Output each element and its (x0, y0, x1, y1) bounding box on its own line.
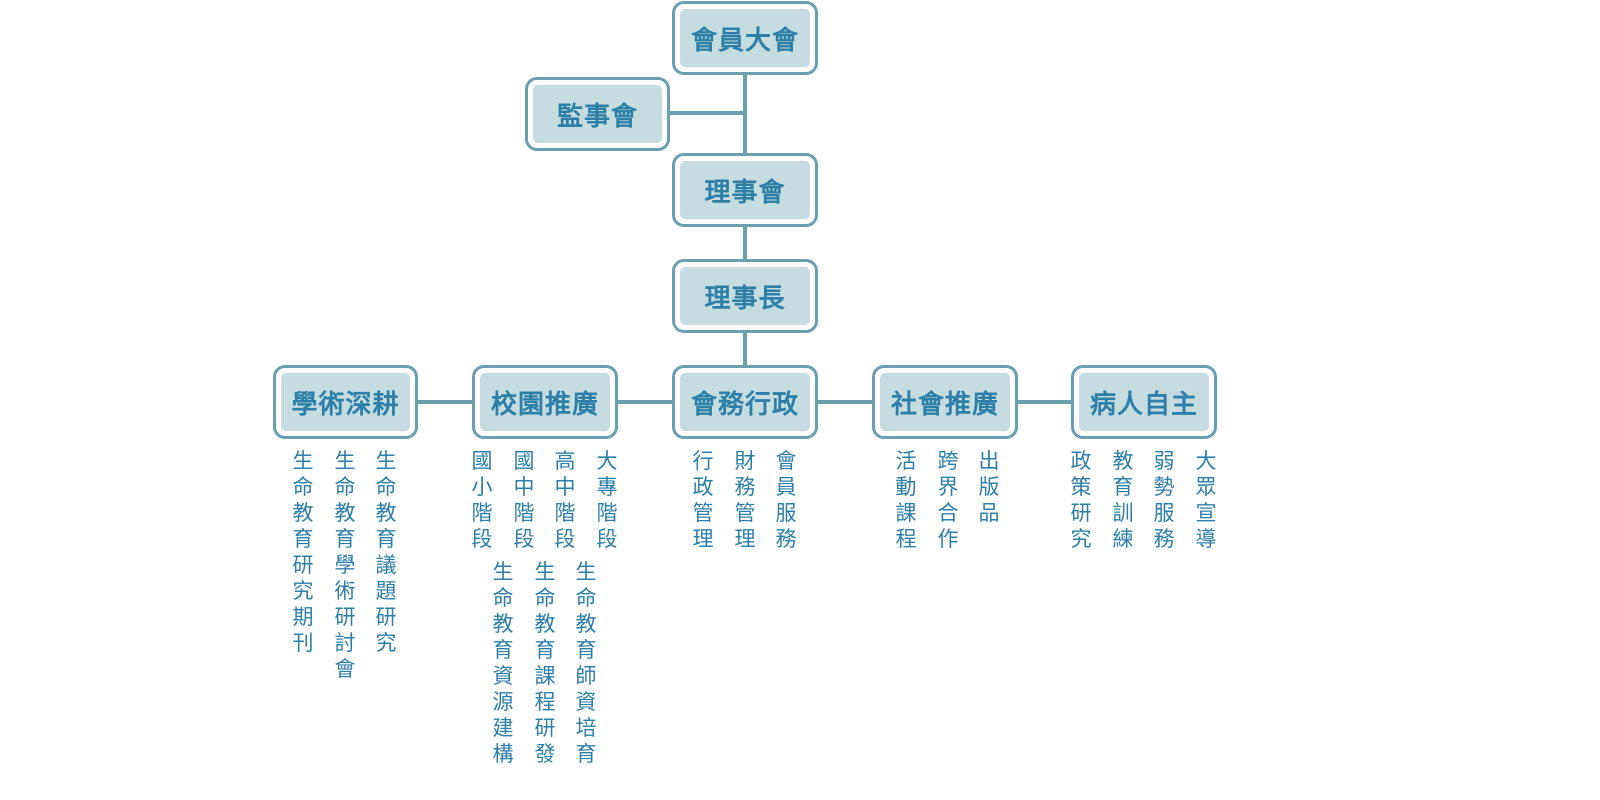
task-column: 生命教育議題研究 (375, 449, 397, 655)
task-column: 生命教育研究期刊 (292, 449, 314, 655)
sub-task-column: 生命教育師資培育 (575, 560, 597, 766)
general-assembly-label: 會員大會 (690, 25, 799, 56)
task-column: 大專階段 (596, 449, 618, 551)
department-label: 校園推廣 (490, 389, 599, 420)
sub-task-column: 生命教育課程研發 (534, 560, 556, 766)
department-box-admin[interactable]: 會務行政 (672, 365, 818, 439)
task-column: 大眾宣導 (1195, 449, 1217, 551)
task-column: 財務管理 (734, 449, 756, 551)
sub-task-column: 生命教育資源建構 (492, 560, 514, 766)
task-column: 出版品 (978, 449, 1000, 525)
task-column: 會員服務 (775, 449, 797, 551)
task-column: 生命教育學術研討會 (334, 449, 356, 681)
supervisors-box[interactable]: 監事會 (525, 77, 670, 151)
department-box-campus[interactable]: 校園推廣 (472, 365, 618, 439)
task-column: 高中階段 (554, 449, 576, 551)
task-column: 弱勢服務 (1153, 449, 1175, 551)
department-label: 會務行政 (690, 389, 799, 420)
task-column: 教育訓練 (1112, 449, 1134, 551)
department-label: 學術深耕 (291, 389, 400, 420)
department-box-patient[interactable]: 病人自主 (1071, 365, 1217, 439)
board-box[interactable]: 理事會 (672, 153, 818, 227)
chairman-box[interactable]: 理事長 (672, 259, 818, 333)
department-box-social[interactable]: 社會推廣 (872, 365, 1018, 439)
task-column: 行政管理 (692, 449, 714, 551)
department-label: 社會推廣 (890, 389, 999, 420)
chairman-label: 理事長 (704, 283, 786, 314)
general-assembly-box[interactable]: 會員大會 (672, 1, 818, 75)
task-column: 跨界合作 (937, 449, 959, 551)
board-label: 理事會 (704, 177, 786, 208)
department-box-academic[interactable]: 學術深耕 (273, 365, 418, 439)
task-column: 國中階段 (513, 449, 535, 551)
task-column: 政策研究 (1070, 449, 1092, 551)
department-label: 病人自主 (1089, 389, 1198, 420)
task-column: 活動課程 (895, 449, 917, 551)
supervisors-label: 監事會 (556, 101, 638, 132)
task-column: 國小階段 (471, 449, 493, 551)
